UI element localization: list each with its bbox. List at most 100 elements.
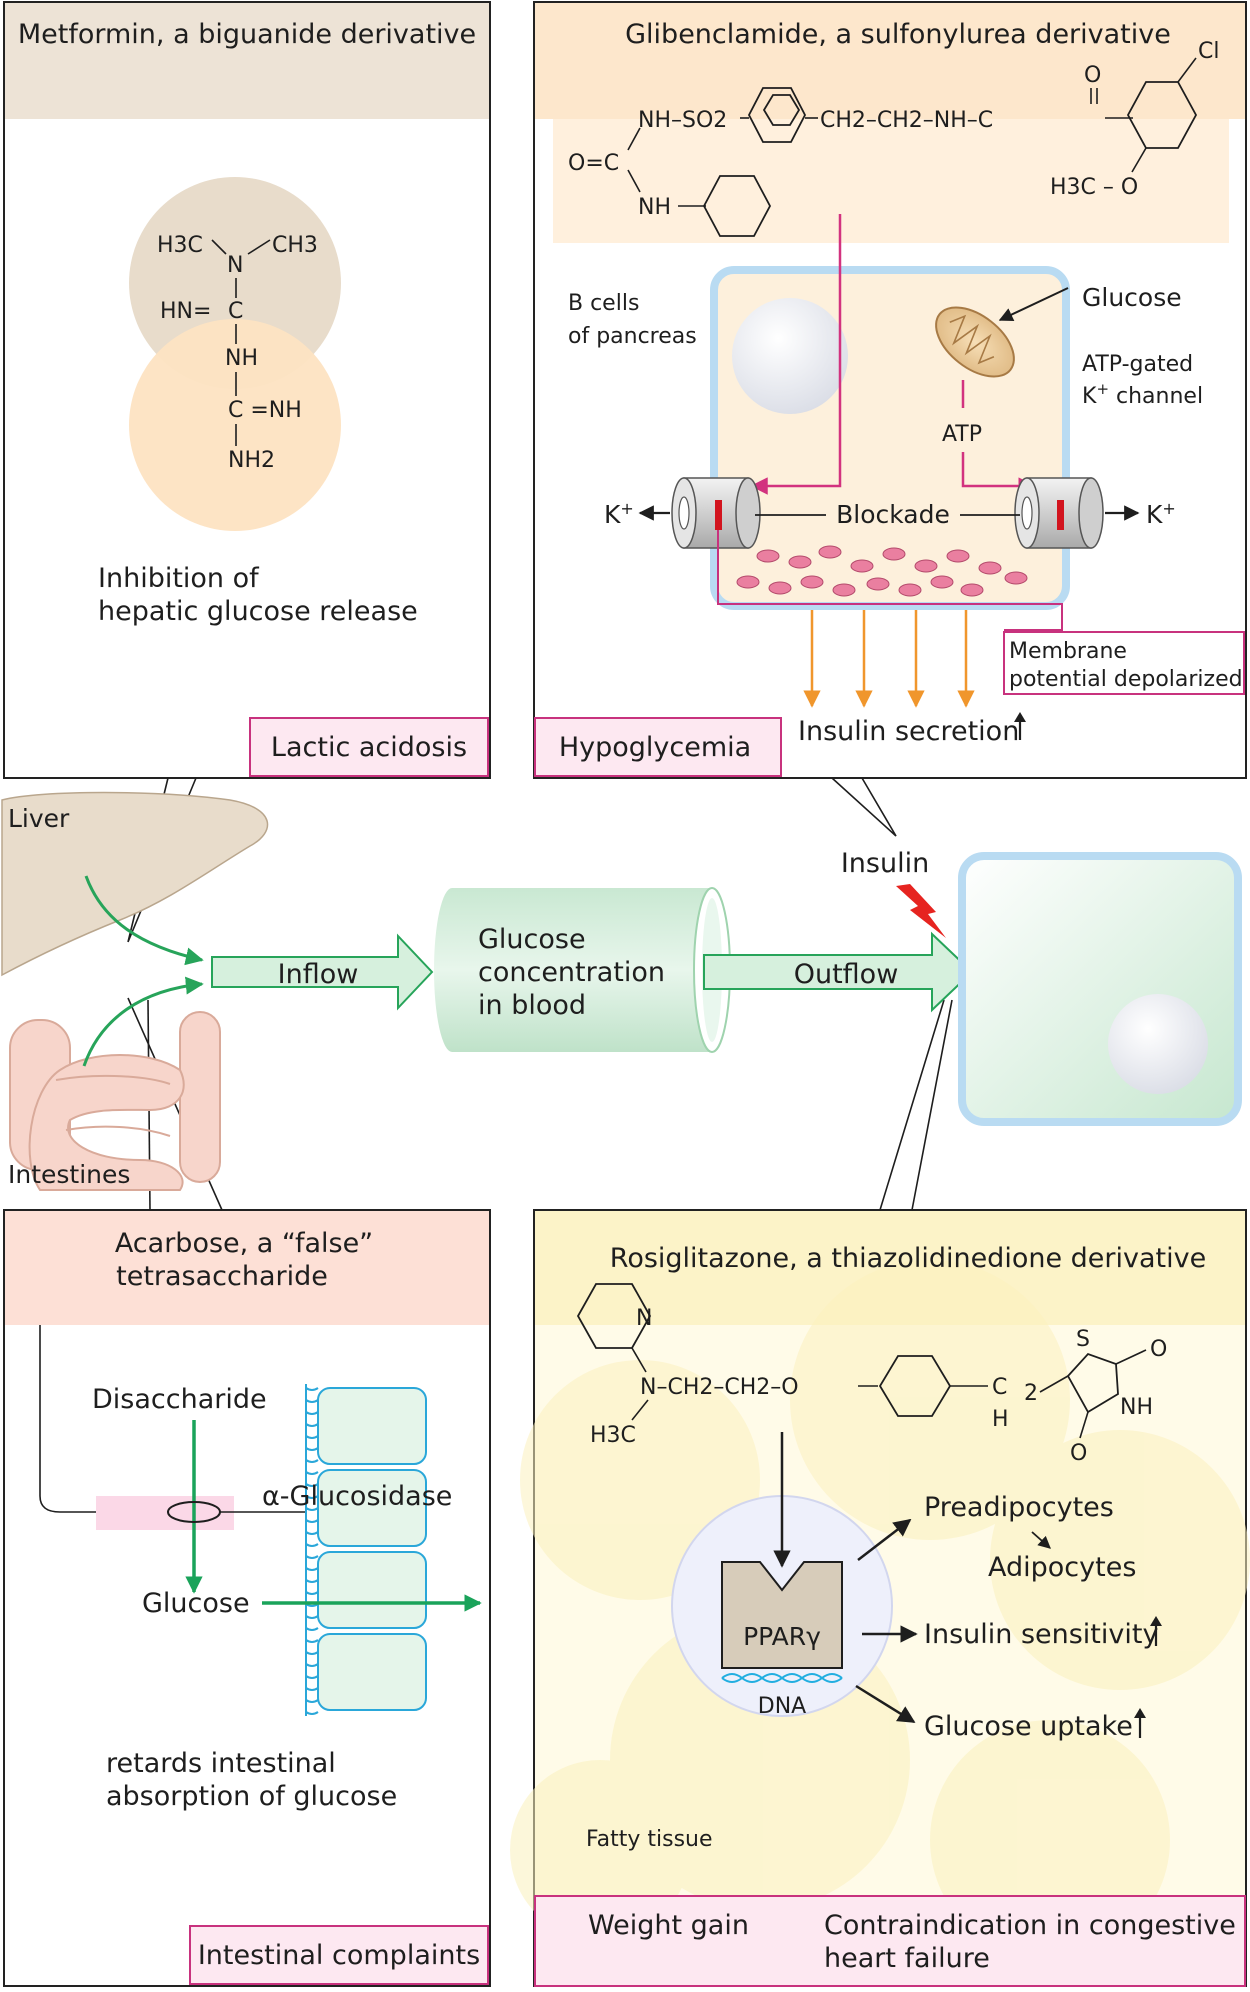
intestines-icon [9,1011,221,1191]
acarbose-title-1: Acarbose, a “false” [115,1228,373,1259]
k-plus-right: K+ [1146,499,1176,530]
atp-label: ATP [942,422,982,447]
chem-o-top: O [1150,1337,1167,1362]
b-cell-nucleus [732,298,848,414]
chem-h3co: H3C – O [1050,175,1138,200]
uptake-arrow [855,1684,916,1724]
glucose-acarbose-label: Glucose [142,1588,250,1619]
metformin-circle-bottom [129,319,341,531]
chem-o-eq-c: O=C [568,151,619,176]
b-cell-label-2: of pancreas [568,324,697,349]
target-cell [958,852,1242,1126]
rosiglitazone-side-effect-1: Weight gain [588,1910,749,1941]
blood-label-3: in blood [478,990,586,1021]
fatty-tissue-label: Fatty tissue [586,1827,713,1852]
chem-h3c: H3C [157,233,203,258]
chem-two-rosi: 2 [1024,1381,1038,1406]
preadipocytes-arrow [857,1518,912,1561]
differentiation-arrow [1031,1531,1051,1549]
chem-hn: HN= [160,299,211,324]
glucose-arrow [998,287,1069,321]
panel-metformin [3,1,491,779]
chem-ch2-chain: CH2–CH2–NH–C [820,108,993,133]
mitochondrion-icon [935,306,1015,378]
acarbose-side-effect-box [189,1925,489,1985]
intestine-flow-arrow [82,976,204,1067]
rosiglitazone-side-effect-2-line-2: heart failure [824,1943,990,1974]
rosiglitazone-structure: N N–CH2–CH2–O H3C C H 2 S O NH O [576,1283,1167,1466]
chem-chain: N–CH2–CH2–O [640,1375,799,1400]
uptake-increase-icon [1134,1708,1146,1738]
blood-label-1: Glucose [478,924,586,955]
chem-nh-rosi: NH [1120,1395,1153,1420]
insulin-secretion-label: Insulin secretion [798,716,1019,747]
chem-nh-cyclo: NH [638,195,671,220]
sensitivity-increase-icon [1150,1616,1162,1646]
glibenclamide-side-effect-box [534,717,782,777]
outflow-arrow [703,931,974,1013]
chem-ring-n: N [636,1306,652,1331]
chem-h3c-rosi: H3C [590,1423,636,1448]
rosiglitazone-title: Rosiglitazone, a thiazolidinedione deriv… [610,1243,1206,1274]
blockade-label: Blockade [836,500,950,529]
metformin-effect-line-2: hepatic glucose release [98,596,418,627]
metformin-side-effect: Lactic acidosis [271,732,467,763]
chem-o: O [1084,63,1101,88]
glibenclamide-title: Glibenclamide, a sulfonylurea derivative [625,19,1171,50]
intestinal-villi [305,1384,427,1716]
glibenclamide-structure: NH–SO2 CH2–CH2–NH–C O Cl H3C – O O=C NH [568,39,1219,237]
chem-o-bottom: O [1070,1441,1087,1466]
ppar-label: PPARγ [743,1622,821,1651]
acarbose-effect-line-2: absorption of glucose [106,1781,397,1812]
disaccharide-label: Disaccharide [92,1384,267,1415]
inflow-arrow [211,933,434,1011]
chem-ch3: CH3 [272,233,318,258]
insulin-vesicles [736,545,1028,597]
acarbose-effect-line-1: retards intestinal [106,1748,336,1779]
fat-cells-background [510,1260,1250,1960]
enzyme-label: α-Glucosidase [262,1481,452,1512]
k-channel-left [671,477,761,549]
rosiglitazone-side-effect-2-line-1: Contraindication in congestive [824,1910,1236,1941]
chem-s-rosi: S [1076,1327,1090,1352]
acarbose-side-effect: Intestinal complaints [198,1940,480,1971]
acarbose-title-2: tetrasaccharide [116,1261,328,1292]
chem-h-rosi: H [992,1407,1009,1432]
atp-to-channel-arrow [961,452,1036,495]
glucose-label: Glucose [1082,283,1182,312]
insulin-sensitivity-label: Insulin sensitivity [924,1619,1158,1650]
metformin-effect-line-1: Inhibition of [98,563,260,594]
outflow-label: Outflow [794,959,899,990]
channel-label-1: ATP-gated [1082,352,1193,377]
k-channel-right [1014,477,1104,549]
ppar-receptor [721,1561,843,1669]
chem-nh2: NH2 [228,448,275,473]
membrane-label-2: potential depolarized [1009,667,1243,692]
chem-n: N [227,253,243,278]
glucose-uptake-label: Glucose uptake [924,1711,1133,1742]
enzyme-site [96,1496,234,1530]
chem-c-rosi: C [992,1375,1007,1400]
metformin-side-effect-box [249,717,489,777]
preadipocytes-label: Preadipocytes [924,1492,1114,1523]
drug-to-channel-arrow [750,214,842,495]
glibenclamide-side-effect: Hypoglycemia [559,732,751,763]
chem-c-nh: C =NH [228,398,302,423]
increase-icon [1014,712,1026,740]
lightning-icon [896,884,946,938]
inflow-label: Inflow [278,959,359,990]
rosiglitazone-side-effect-box [534,1895,1246,1987]
adipocytes-label: Adipocytes [988,1552,1136,1583]
acarbose-link-line [39,1325,172,1513]
chem-nh-so2: NH–SO2 [638,108,727,133]
chem-nh: NH [225,346,258,371]
chem-cl: Cl [1198,39,1219,64]
membrane-potential-box [1003,631,1245,695]
chem-c: C [228,299,243,324]
dna-helix-2 [721,1673,843,1683]
target-cell-nucleus [1108,994,1208,1094]
liver-label: Liver [8,804,70,833]
metformin-structure: H3C CH3 N HN= C NH C =NH NH2 [157,233,318,473]
